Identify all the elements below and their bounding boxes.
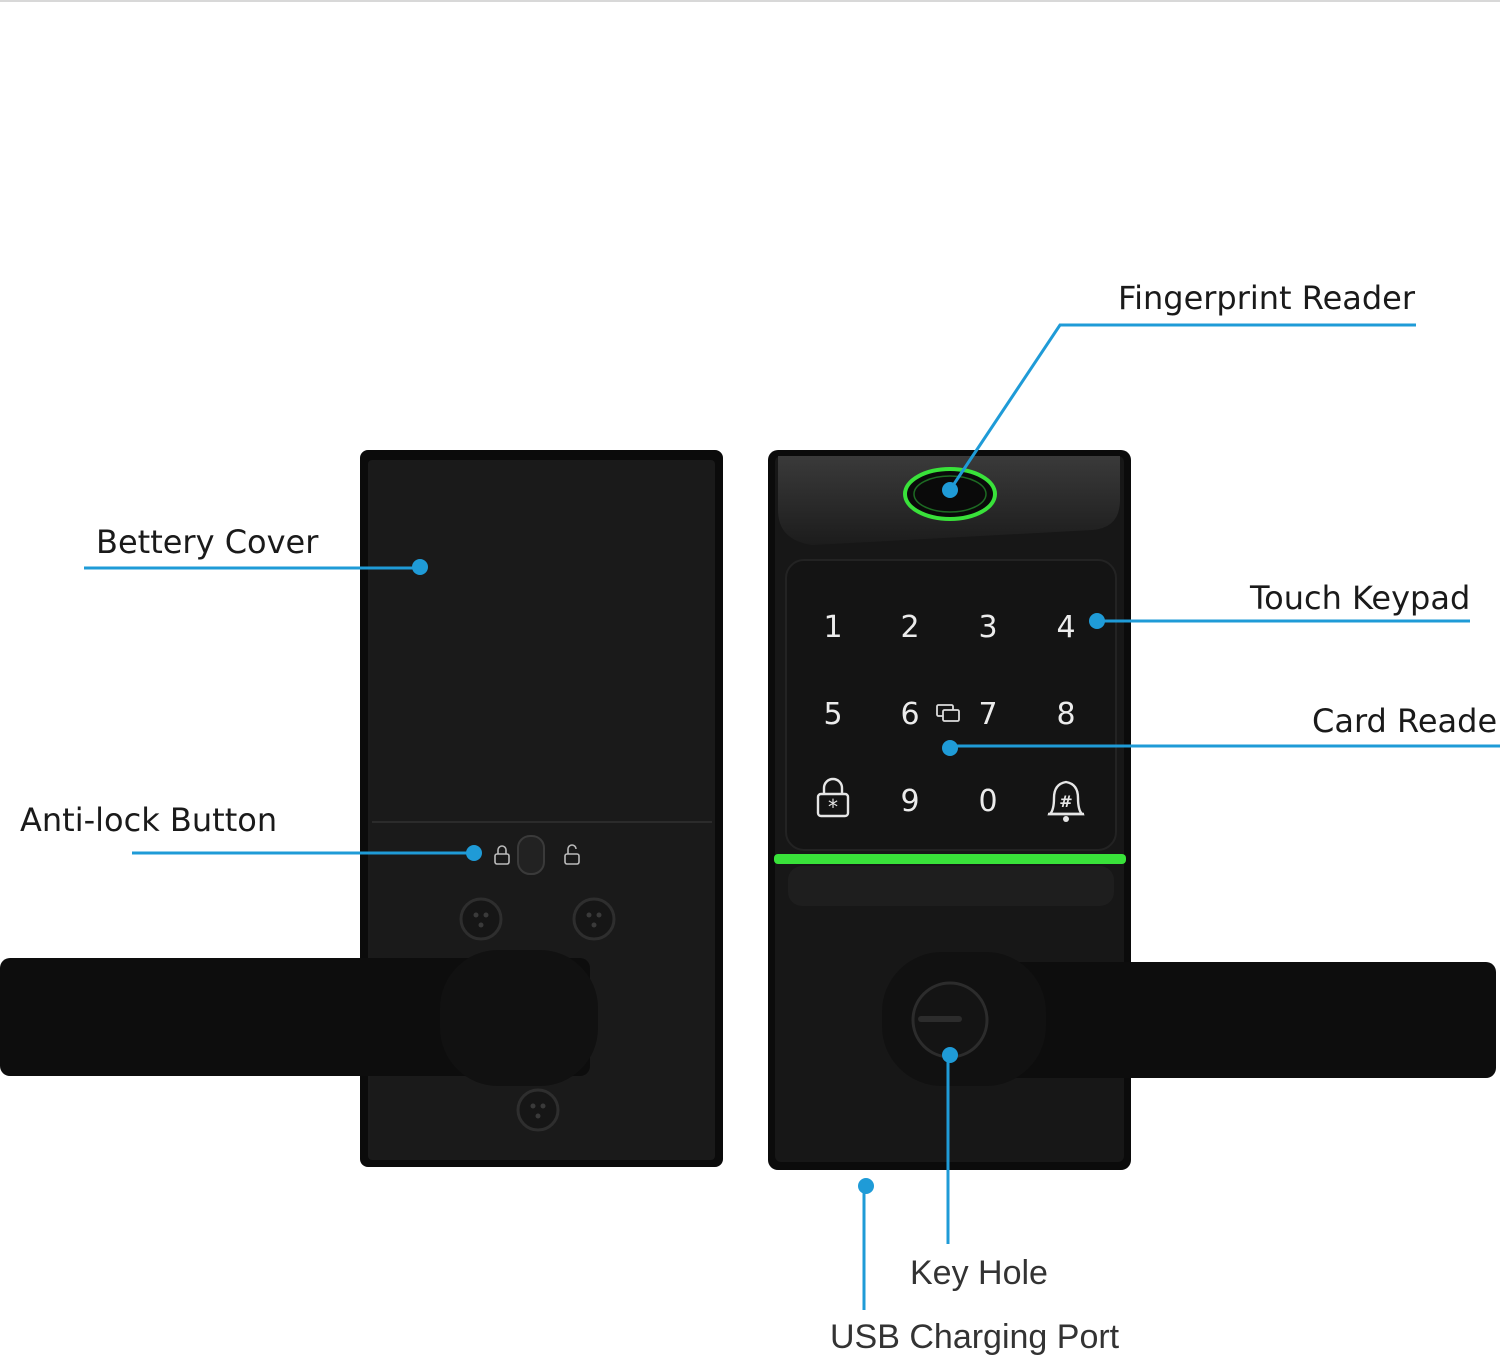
exterior-lever-handle[interactable] bbox=[882, 952, 1496, 1086]
keypad-key-4[interactable]: 4 bbox=[1056, 610, 1075, 645]
callout-fingerprint-reader bbox=[942, 323, 1416, 498]
interior-lever-handle[interactable] bbox=[0, 950, 598, 1086]
svg-text:*: * bbox=[828, 795, 838, 819]
anti-lock-switch[interactable] bbox=[517, 835, 545, 875]
screw-icon bbox=[516, 1088, 560, 1132]
keypad-key-3[interactable]: 3 bbox=[978, 610, 997, 645]
callout-usb-charging-port bbox=[858, 1178, 874, 1310]
top-border bbox=[0, 0, 1500, 2]
keypad-key-9[interactable]: 9 bbox=[900, 784, 919, 819]
label-usb-charging-port: USB Charging Port bbox=[830, 1318, 1120, 1356]
touch-keypad[interactable]: 1 2 3 4 5 6 7 8 * 9 0 # bbox=[816, 610, 1085, 822]
label-touch-keypad: Touch Keypad bbox=[1250, 579, 1471, 617]
keypad-key-0[interactable]: 0 bbox=[978, 784, 997, 819]
callout-battery-cover bbox=[84, 559, 428, 575]
label-card-reader: Card Reader bbox=[1312, 702, 1500, 740]
keypad-key-7[interactable]: 7 bbox=[978, 697, 997, 732]
label-battery-cover: Bettery Cover bbox=[96, 523, 319, 561]
key-cylinder-icon bbox=[911, 981, 989, 1059]
callout-anti-lock-button bbox=[132, 845, 482, 861]
callout-key-hole bbox=[942, 1047, 958, 1244]
screw-icon bbox=[572, 897, 616, 941]
unlock-icon bbox=[494, 845, 510, 865]
svg-text:#: # bbox=[1059, 792, 1072, 811]
screw-icon bbox=[459, 897, 503, 941]
status-led-strip bbox=[774, 854, 1126, 864]
callout-card-reader bbox=[942, 740, 1500, 756]
keypad-key-8[interactable]: 8 bbox=[1056, 697, 1075, 732]
card-icon bbox=[936, 704, 960, 722]
keypad-key-6[interactable]: 6 bbox=[900, 697, 919, 732]
label-fingerprint-reader: Fingerprint Reader bbox=[1118, 279, 1416, 317]
callout-touch-keypad bbox=[1089, 613, 1470, 629]
keypad-key-2[interactable]: 2 bbox=[900, 610, 919, 645]
callout-lines bbox=[84, 323, 1500, 1310]
label-anti-lock-button: Anti-lock Button bbox=[20, 801, 278, 839]
label-key-hole: Key Hole bbox=[910, 1254, 1048, 1292]
lock-star-icon[interactable]: * bbox=[816, 777, 850, 819]
keypad-key-1[interactable]: 1 bbox=[823, 610, 842, 645]
bell-hash-icon[interactable]: # bbox=[1047, 780, 1085, 822]
keypad-key-5[interactable]: 5 bbox=[823, 697, 842, 732]
lock-icon bbox=[564, 844, 580, 865]
